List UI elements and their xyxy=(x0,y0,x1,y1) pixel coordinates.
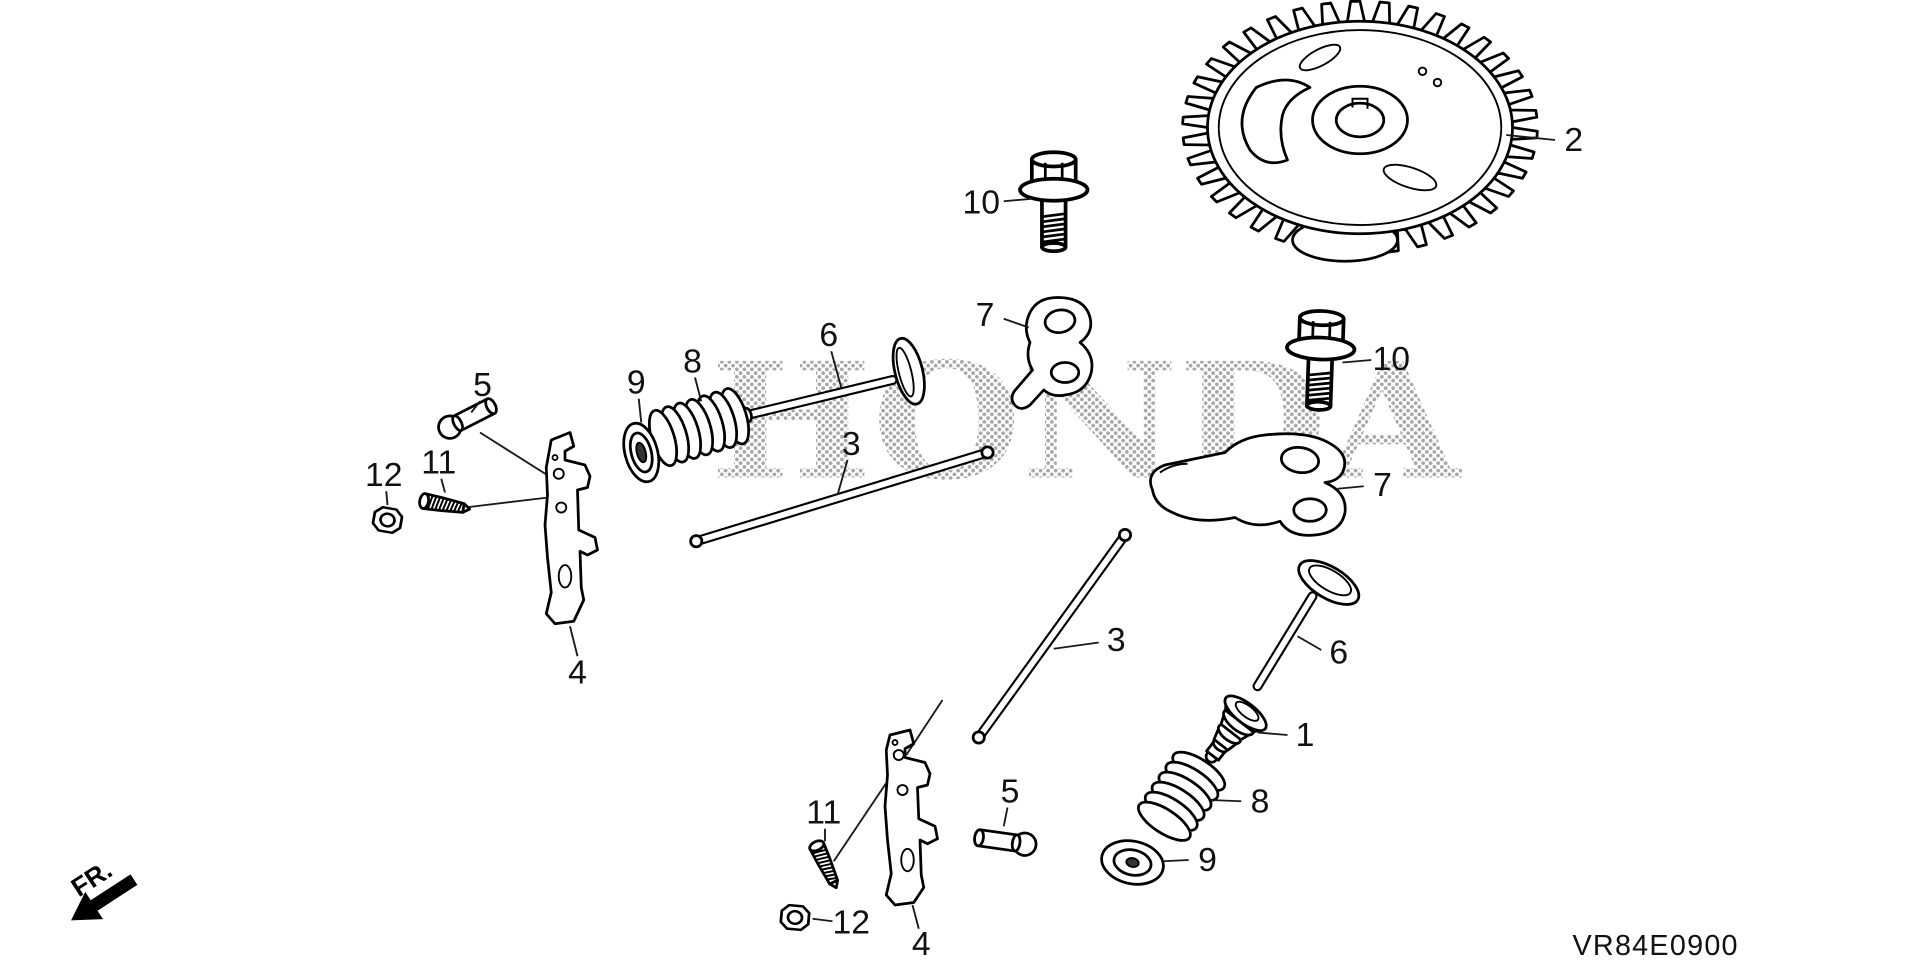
callout-leader-3 xyxy=(836,459,849,496)
part-8-valve-spring-b xyxy=(1137,750,1227,842)
callout-11: 11 xyxy=(421,444,456,482)
callout-leader-11 xyxy=(440,478,446,493)
callout-7: 7 xyxy=(976,296,995,334)
callout-leader-9 xyxy=(637,398,643,423)
part-7-rocker-arm-a xyxy=(1010,296,1094,410)
callout-leader-2 xyxy=(1506,134,1556,141)
callout-leader-12 xyxy=(812,917,833,923)
callout-4: 4 xyxy=(912,925,931,960)
callout-10: 10 xyxy=(1372,340,1410,378)
callout-12: 12 xyxy=(832,904,870,942)
part-8-valve-spring-a xyxy=(647,387,751,468)
callout-10: 10 xyxy=(962,184,1000,222)
callout-8: 8 xyxy=(683,342,702,380)
part-4-guide-plate-a xyxy=(543,431,599,626)
callout-4: 4 xyxy=(568,654,587,692)
callout-9: 9 xyxy=(627,364,646,402)
part-5-pivot-pin-b xyxy=(971,824,1039,859)
callout-11: 11 xyxy=(806,794,841,832)
callout-3: 3 xyxy=(842,425,861,463)
callout-leader-7 xyxy=(1337,485,1364,490)
part-2-cam-gear xyxy=(1181,0,1539,263)
callout-1: 1 xyxy=(1296,716,1315,754)
callout-leader-10 xyxy=(1342,359,1372,364)
cam-gear-slot xyxy=(1240,78,1312,165)
part-12-nut-a xyxy=(370,504,405,536)
callout-leader-6 xyxy=(1297,635,1322,651)
part-6-valve-a xyxy=(742,336,926,424)
callout-7: 7 xyxy=(1373,466,1392,504)
callout-leader-9 xyxy=(1162,859,1189,863)
part-7-rocker-arm-b xyxy=(1149,432,1347,537)
part-9-spring-retainer-a xyxy=(622,421,661,484)
callout-leader-4 xyxy=(911,904,920,929)
callout-9: 9 xyxy=(1198,841,1217,879)
callout-leader-8 xyxy=(1209,799,1242,803)
callout-2: 2 xyxy=(1564,121,1583,159)
callout-leader-3 xyxy=(1053,641,1099,650)
diagram-code: VR84E0900 xyxy=(1573,930,1739,960)
callout-leader-5 xyxy=(1002,807,1009,827)
callout-leader-4 xyxy=(569,626,579,657)
part-11-screw-a xyxy=(417,491,473,518)
callout-5: 5 xyxy=(473,366,492,404)
callout-5: 5 xyxy=(1001,772,1020,810)
part-12-nut-b xyxy=(778,903,812,932)
part-10-flange-bolt-a xyxy=(1018,150,1090,254)
callout-leader-10 xyxy=(1003,197,1033,203)
callout-leader-8 xyxy=(694,377,703,402)
callout-leader-1 xyxy=(1257,731,1288,736)
callout-6: 6 xyxy=(819,316,838,354)
callout-leader-12 xyxy=(385,491,389,506)
part-3-push-rod-b xyxy=(971,528,1132,745)
callout-6: 6 xyxy=(1329,634,1348,672)
callout-leader-5 xyxy=(470,400,481,414)
part-4-guide-plate-b xyxy=(883,728,939,907)
fr-arrow-icon xyxy=(71,874,138,921)
part-1-valve-rotator xyxy=(1204,694,1268,764)
part-9-spring-retainer-b xyxy=(1100,839,1165,886)
callout-leader-6 xyxy=(830,351,843,388)
part-11-screw-b xyxy=(806,837,845,893)
part-6-valve-b xyxy=(1252,559,1361,692)
part-3-push-rod-a xyxy=(689,445,995,549)
fr-direction-indicator: FR. xyxy=(66,854,138,921)
callout-leader-7 xyxy=(1003,317,1030,329)
callout-3: 3 xyxy=(1107,621,1126,659)
callout-8: 8 xyxy=(1251,782,1270,820)
callout-12: 12 xyxy=(365,456,403,494)
